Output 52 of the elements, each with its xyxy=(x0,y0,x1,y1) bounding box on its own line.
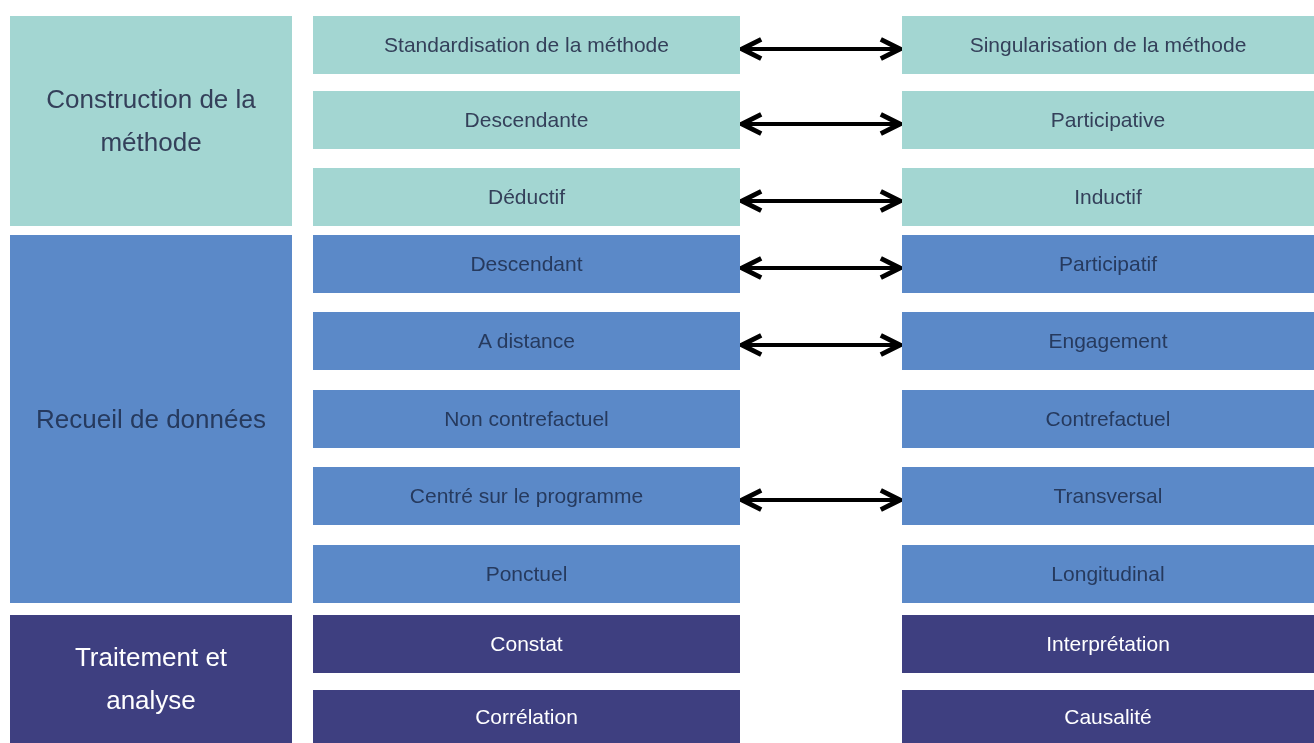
box-label: Descendant xyxy=(470,251,583,278)
category-box xyxy=(10,615,292,743)
option-box xyxy=(313,168,740,226)
box-label: Longitudinal xyxy=(1051,561,1165,588)
option-box xyxy=(902,690,1314,743)
box-label: Non contrefactuel xyxy=(444,406,609,433)
box-label: Engagement xyxy=(1048,328,1168,355)
box-label: Corrélation xyxy=(475,703,578,730)
option-box xyxy=(313,312,740,370)
category-box xyxy=(10,16,292,226)
option-box xyxy=(902,312,1314,370)
option-box xyxy=(902,235,1314,293)
box-label: Descendante xyxy=(464,107,589,134)
option-box xyxy=(902,91,1314,149)
box-label: Participatif xyxy=(1058,251,1157,278)
double-arrow xyxy=(739,488,903,512)
option-box xyxy=(902,615,1314,673)
option-box xyxy=(313,91,740,149)
option-box xyxy=(902,16,1314,74)
box-label: Déductif xyxy=(487,184,565,211)
double-arrow xyxy=(739,333,903,357)
box-label: Interprétation xyxy=(1046,631,1170,658)
double-arrow xyxy=(739,189,903,213)
option-box xyxy=(313,615,740,673)
box-label: Transversal xyxy=(1053,483,1163,510)
box-label: A distance xyxy=(478,328,575,355)
box-label: Recueil de données xyxy=(36,402,266,436)
box-label: Inductif xyxy=(1074,184,1142,211)
box-label: Participative xyxy=(1050,107,1166,134)
category-box xyxy=(10,235,292,603)
option-box xyxy=(313,690,740,743)
option-box xyxy=(902,390,1314,448)
box-label: Centré sur le programme xyxy=(409,483,644,510)
option-box xyxy=(902,168,1314,226)
double-arrow xyxy=(739,256,903,280)
box-label: Singularisation de la méthode xyxy=(969,32,1247,59)
option-box xyxy=(313,545,740,603)
box-label: Ponctuel xyxy=(485,561,568,588)
option-box xyxy=(902,467,1314,525)
option-box xyxy=(313,16,740,74)
double-arrow xyxy=(739,112,903,136)
box-label: Construction de la méthode xyxy=(45,83,257,159)
option-box xyxy=(313,467,740,525)
box-label: Contrefactuel xyxy=(1045,406,1171,433)
option-box xyxy=(313,390,740,448)
box-label: Standardisation de la méthode xyxy=(384,32,669,59)
box-label: Causalité xyxy=(1064,703,1152,730)
box-label: Traitement et analyse xyxy=(73,641,229,717)
box-label: Constat xyxy=(490,631,563,658)
double-arrow xyxy=(739,37,903,61)
option-box xyxy=(313,235,740,293)
option-box xyxy=(902,545,1314,603)
